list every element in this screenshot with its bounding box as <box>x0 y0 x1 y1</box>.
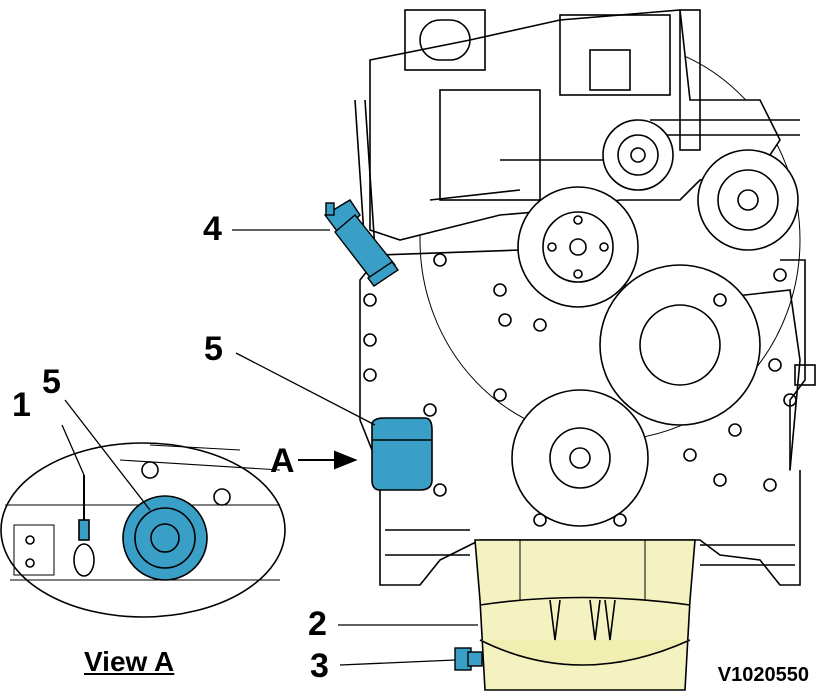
drain-plug <box>454 647 483 671</box>
oil-pan <box>474 539 696 691</box>
callout-2: 2 <box>308 605 327 643</box>
callout-A: A <box>270 442 295 480</box>
alternator-pulley <box>602 119 674 191</box>
leader-lines <box>232 229 478 666</box>
water-pump-pulley <box>517 186 639 308</box>
idler-pulley <box>697 149 799 251</box>
oil-filler-cap <box>323 199 400 287</box>
inset-caption: View A <box>84 646 175 677</box>
callout-4: 4 <box>203 210 222 248</box>
gear-cover <box>599 264 761 426</box>
view-a-inset <box>0 399 286 618</box>
crankshaft-pulley <box>511 389 649 527</box>
callout-5-inset: 5 <box>42 363 61 401</box>
callout-5: 5 <box>204 330 223 368</box>
view-arrow <box>298 450 358 470</box>
oil-filter <box>371 417 433 491</box>
callout-3: 3 <box>310 647 329 685</box>
figure-reference: V1020550 <box>717 664 809 686</box>
callout-1: 1 <box>12 386 31 424</box>
upper-engine <box>369 9 781 241</box>
